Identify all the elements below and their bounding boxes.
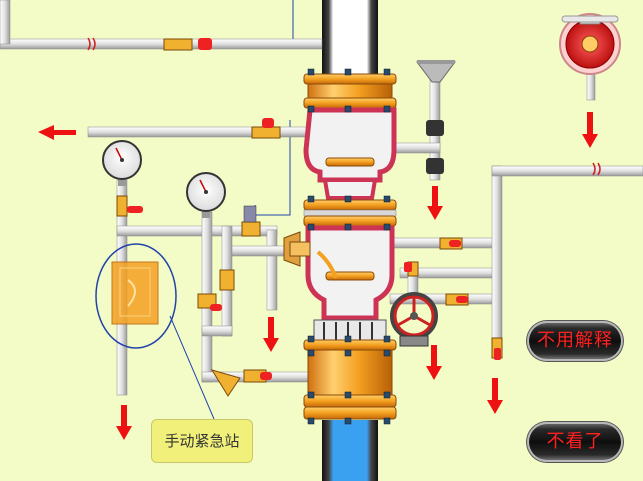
arrow-down-icon: [487, 378, 503, 414]
alarm-valve-body: [303, 73, 397, 420]
pressure-gauge-left: [102, 140, 142, 186]
drain-funnel: [416, 60, 456, 83]
main-riser-pipe: [322, 0, 378, 481]
handwheel: [390, 292, 438, 347]
arrow-down-icon: [426, 345, 442, 380]
flange-bolts: [307, 68, 391, 425]
flow-arrows: [38, 112, 598, 440]
water-motor-alarm-bell: [559, 13, 621, 75]
stop-watching-button[interactable]: 不看了: [527, 422, 623, 462]
pipe-break-marks: [87, 37, 601, 176]
manual-station-label: 手动紧急站: [151, 419, 253, 463]
no-explanation-button[interactable]: 不用解释: [527, 321, 623, 361]
arrow-down-icon: [116, 405, 132, 440]
arrow-down-icon: [427, 186, 443, 220]
pressure-gauge-right: [186, 172, 226, 218]
arrow-down-icon: [582, 112, 598, 148]
arrow-down-icon: [263, 317, 279, 352]
manual-station-box: [95, 243, 177, 349]
inline-valves: [116, 38, 503, 397]
side-actuator: [283, 231, 311, 267]
arrow-left-icon: [38, 125, 76, 140]
